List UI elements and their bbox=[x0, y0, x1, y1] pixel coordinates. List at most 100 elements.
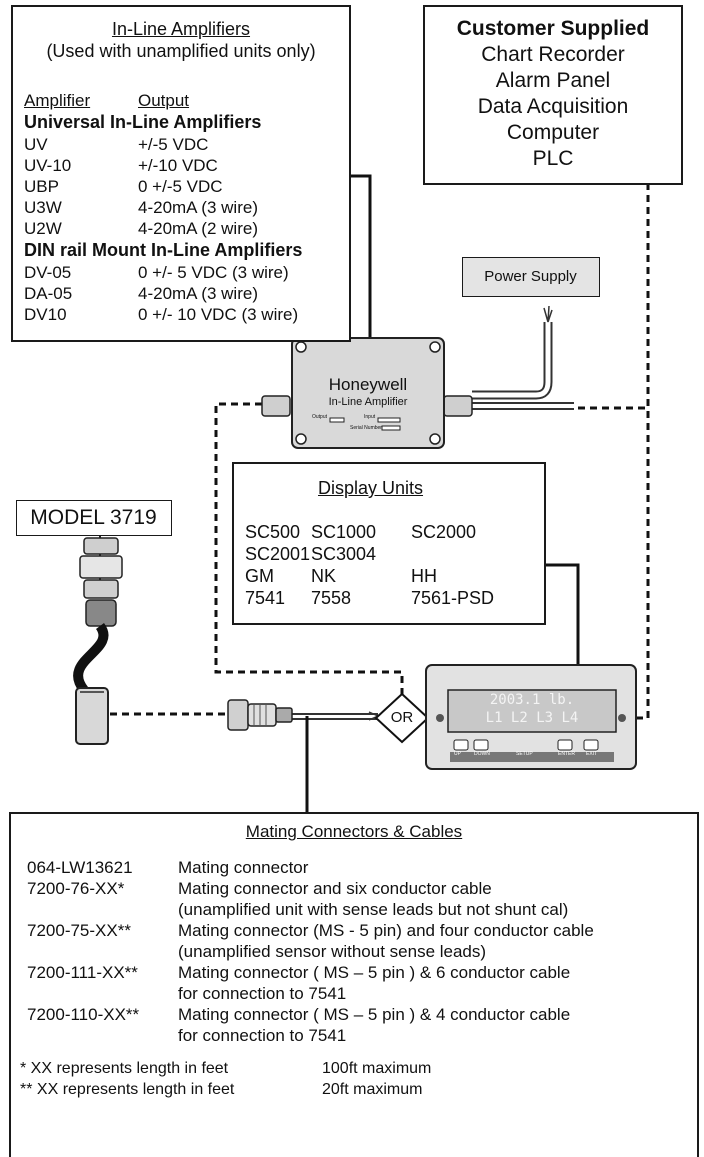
mating-note: * XX represents length in feet 100ft maxi… bbox=[20, 1060, 431, 1078]
amp-name: U2W bbox=[24, 219, 62, 238]
model-label-box: MODEL 3719 bbox=[16, 500, 172, 536]
amp-name: UV-10 bbox=[24, 156, 72, 175]
amp-row: UV-10 +/-10 VDC bbox=[24, 156, 218, 176]
note-text: * XX represents length in feet bbox=[20, 1060, 229, 1077]
mating-desc: Mating connector and six conductor cable bbox=[178, 879, 492, 898]
amp-row: DA-05 4-20mA (3 wire) bbox=[24, 284, 258, 304]
mating-desc-cont: (unamplified sensor without sense leads) bbox=[178, 942, 487, 961]
customer-title: Customer Supplied bbox=[456, 17, 650, 40]
amplifier-list-subtitle: (Used with unamplified units only) bbox=[46, 41, 316, 61]
mating-desc: Mating connector bbox=[178, 858, 309, 877]
mating-item: 7200-110-XX** Mating connector ( MS – 5 p… bbox=[27, 1005, 570, 1025]
power-supply-box: Power Supply bbox=[462, 257, 600, 297]
mating-desc: Mating connector ( MS – 5 pin ) & 4 cond… bbox=[178, 1005, 571, 1024]
mating-desc-cont: for connection to 7541 bbox=[178, 1026, 347, 1045]
col-output-header: Output bbox=[138, 91, 190, 110]
amp-name: DA-05 bbox=[24, 284, 73, 303]
customer-item: PLC bbox=[532, 147, 574, 170]
amp-name: U3W bbox=[24, 198, 62, 217]
note-text: ** XX represents length in feet bbox=[20, 1081, 235, 1098]
mating-desc-cont: for connection to 7541 bbox=[178, 984, 347, 1003]
wire-customer bbox=[622, 183, 650, 720]
mating-part: 7200-111-XX** bbox=[27, 963, 138, 982]
wire-display-units bbox=[544, 563, 580, 665]
mating-part: 7200-110-XX** bbox=[27, 1005, 140, 1024]
amplifier-output-label: Output bbox=[312, 414, 328, 420]
display-readout-line1: 2003.1 lb. bbox=[489, 692, 575, 708]
amplifier-list-box: In-Line Amplifiers (Used with unamplifie… bbox=[11, 5, 351, 342]
wire-amp-left bbox=[214, 402, 404, 694]
display-units-title: Display Units bbox=[318, 478, 424, 498]
mating-item: 064-LW13621 Mating connector bbox=[27, 858, 308, 878]
mating-desc-cont: (unamplified unit with sense leads but n… bbox=[178, 900, 569, 919]
display-button-up: UP bbox=[454, 751, 461, 757]
power-supply-label: Power Supply bbox=[484, 268, 577, 285]
display-button-enter: ENTER bbox=[558, 751, 575, 757]
display-unit: NK bbox=[311, 566, 337, 586]
display-unit: SC2001 bbox=[245, 544, 311, 564]
amp-row: U3W 4-20mA (3 wire) bbox=[24, 198, 258, 218]
customer-item: Alarm Panel bbox=[495, 69, 611, 92]
col-amplifier-header: Amplifier bbox=[24, 91, 91, 110]
amp-output: 0 +/- 5 VDC (3 wire) bbox=[138, 263, 289, 282]
amp-row: DV10 0 +/- 10 VDC (3 wire) bbox=[24, 305, 298, 325]
display-unit: SC3004 bbox=[311, 544, 377, 564]
display-button-exit: EXIT bbox=[586, 751, 598, 757]
amp-name: DV10 bbox=[24, 305, 67, 324]
mating-item: 7200-75-XX**Mating connector (MS - 5 pin… bbox=[27, 921, 594, 941]
customer-item: Data Acquisition bbox=[477, 95, 629, 118]
amplifier-serial-label: Serial Number bbox=[350, 425, 382, 431]
amp-name: UV bbox=[24, 135, 48, 154]
mating-desc: Mating connector ( MS – 5 pin ) & 6 cond… bbox=[178, 963, 571, 982]
display-button-setup: SETUP bbox=[516, 751, 533, 757]
amp-output: 0 +/-5 VDC bbox=[138, 177, 223, 196]
cable-connector bbox=[227, 699, 293, 731]
or-diamond bbox=[374, 692, 430, 744]
amplifier-list-title: In-Line Amplifiers bbox=[111, 19, 251, 39]
mating-part: 064-LW13621 bbox=[27, 858, 133, 877]
display-row: SC2001SC3004 bbox=[245, 544, 411, 565]
load-cell-sensor bbox=[73, 530, 123, 745]
mating-title: Mating Connectors & Cables bbox=[245, 822, 463, 841]
amp-output: 4-20mA (3 wire) bbox=[138, 198, 258, 217]
display-device bbox=[425, 664, 637, 770]
section-universal: Universal In-Line Amplifiers bbox=[24, 112, 262, 132]
amp-output: 0 +/- 10 VDC (3 wire) bbox=[138, 305, 299, 324]
mating-part: 7200-76-XX* bbox=[27, 879, 125, 898]
amp-name: UBP bbox=[24, 177, 59, 196]
display-button-down: DOWN bbox=[474, 751, 490, 757]
power-cable bbox=[472, 322, 553, 400]
display-unit: SC1000 bbox=[311, 522, 377, 542]
note-limit: 20ft maximum bbox=[322, 1081, 423, 1098]
customer-supplied-box: Customer Supplied Chart Recorder Alarm P… bbox=[423, 5, 683, 185]
amplifier-brand: Honeywell bbox=[328, 375, 408, 394]
amplifier-input-label: Input bbox=[364, 414, 376, 420]
display-row: GM NK HH bbox=[245, 566, 437, 587]
note-limit: 100ft maximum bbox=[322, 1060, 432, 1077]
wire-amplifier-list bbox=[350, 174, 372, 370]
mating-item: 7200-111-XX** Mating connector ( MS – 5 p… bbox=[27, 963, 570, 983]
customer-item: Chart Recorder bbox=[481, 43, 625, 66]
display-unit: 7558 bbox=[311, 588, 352, 608]
amp-output: 4-20mA (3 wire) bbox=[138, 284, 258, 303]
amp-row: UV+/-5 VDC bbox=[24, 135, 208, 155]
amp-name: DV-05 bbox=[24, 263, 72, 282]
amp-row: UBP 0 +/-5 VDC bbox=[24, 177, 223, 197]
amplifier-device-label: In-Line Amplifier bbox=[328, 396, 408, 408]
amp-output: +/-10 VDC bbox=[138, 156, 218, 175]
customer-item: Computer bbox=[506, 121, 600, 144]
display-unit: HH bbox=[411, 566, 437, 586]
section-din: DIN rail Mount In-Line Amplifiers bbox=[24, 240, 303, 260]
inline-amplifier-device bbox=[261, 337, 473, 449]
mating-item: 7200-76-XX* Mating connector and six cond… bbox=[27, 879, 492, 899]
mating-note: ** XX represents length in feet 20ft maxi… bbox=[20, 1081, 422, 1099]
display-unit: GM bbox=[245, 566, 274, 586]
mating-part: 7200-75-XX** bbox=[27, 921, 131, 940]
or-label: OR bbox=[390, 709, 414, 726]
